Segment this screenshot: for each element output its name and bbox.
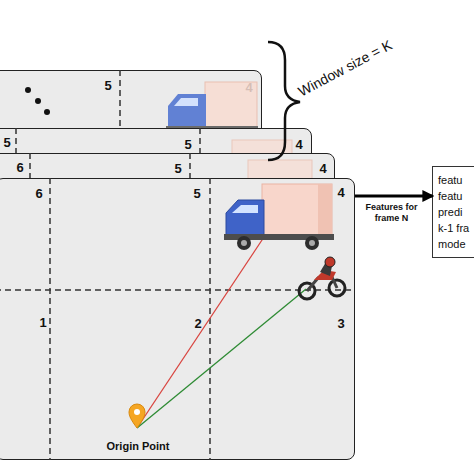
cell-number: 5 [184,137,191,152]
feature-text: mode [438,236,474,252]
window-size-label: Window size = K [295,37,394,100]
model-box: featufeatupredik-1 framode [432,166,474,258]
cell-number: 4 [295,137,302,152]
feature-text: featu [438,188,474,204]
feature-text: predi [438,204,474,220]
grid-lines [0,178,355,460]
origin-label: Origin Point [107,440,170,452]
cell-number: 3 [337,316,344,331]
cell-number: 5 [3,135,10,150]
feature-text: featu [438,172,474,188]
cell-number: 2 [194,316,201,331]
cell-number: 5 [174,161,181,176]
cell-number: 4 [245,80,252,95]
cell-number: 6 [35,186,42,201]
video-frame: 6 5 4 1 2 3 [0,178,355,460]
cell-number: 6 [16,160,23,175]
cell-number: 4 [337,185,344,200]
edge-label: Features for frame N [361,202,423,224]
cell-number: 5 [104,78,111,93]
flow-arrow [355,195,432,198]
feature-text: k-1 fra [438,220,474,236]
cell-number: 5 [193,186,200,201]
cell-number: 4 [319,161,326,176]
cell-number: 1 [39,315,46,330]
